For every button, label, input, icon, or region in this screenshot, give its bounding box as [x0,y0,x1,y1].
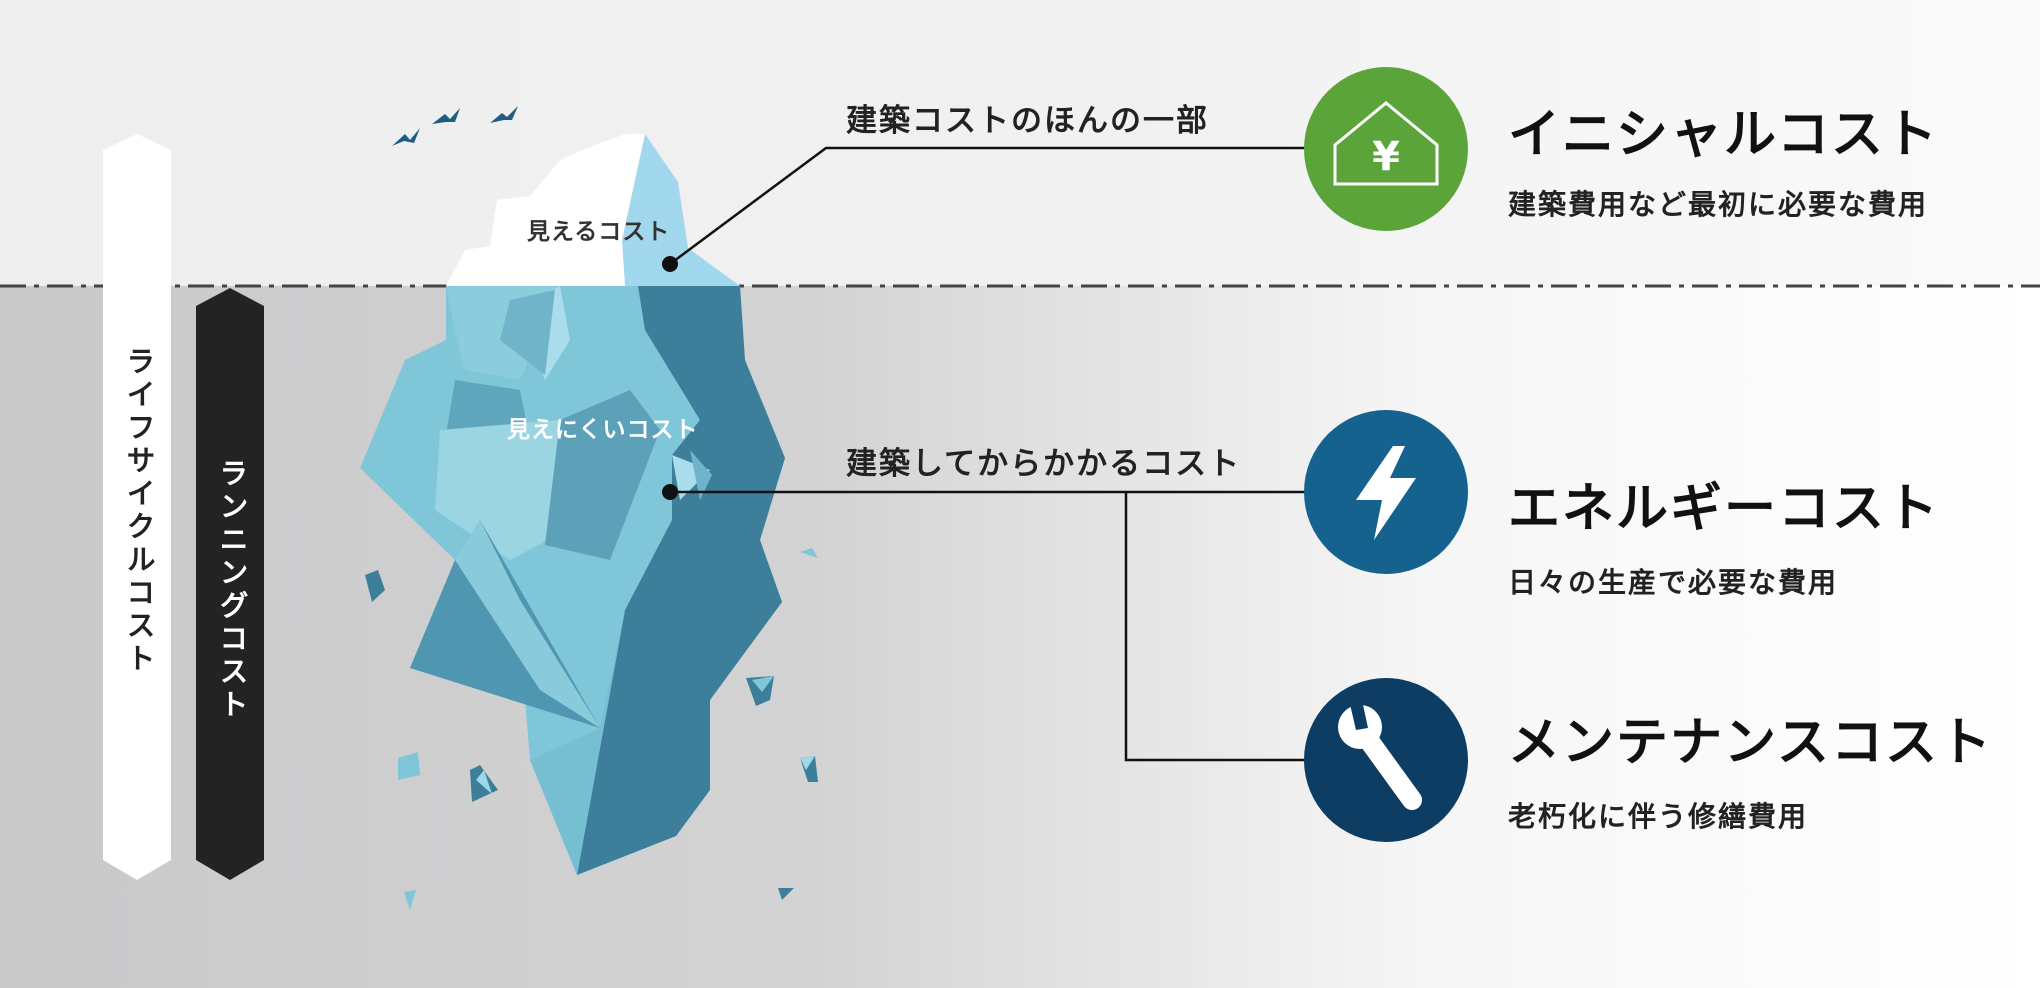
bird-icon [490,106,518,123]
bird-icon [392,128,420,146]
callout-dot-top [662,256,678,272]
cost-item-energy: エネルギーコスト 日々の生産で必要な費用 [1508,466,1940,601]
yen-house-icon [1333,101,1439,186]
wrench-icon [1338,700,1422,810]
callout-bottom-text: 建築してからかかるコスト [846,446,1242,482]
cost-icon-initial: ¥ [1304,67,1468,231]
cost-description: 建築費用など最初に必要な費用 [1508,188,1929,221]
cost-title: イニシャルコスト [1508,105,1939,165]
callout-top-text: 建築コストのほんの一部 [846,103,1209,139]
iceberg-body [360,286,785,875]
iceberg-tip [446,134,740,286]
connector-lines [669,146,1305,762]
running-cost-label: ランニングコスト [215,458,249,722]
ice-fragments [365,548,818,910]
cost-description: 日々の生産で必要な費用 [1508,566,1839,599]
running-bar [196,288,264,880]
sky-area [0,0,2040,286]
bird-icon [432,108,460,124]
birds [392,106,518,146]
cost-title: メンテナンスコスト [1508,713,1993,773]
lightning-bolt-icon [1356,446,1416,540]
hidden-cost-label: 見えにくいコスト [507,417,699,443]
cost-item-maintenance: メンテナンスコスト 老朽化に伴う修繕費用 [1508,700,1993,835]
cost-item-initial: イニシャルコスト 建築費用など最初に必要な費用 [1508,92,1939,223]
visible-cost-label: 見えるコスト [527,219,671,245]
callout-dot-bottom [662,484,678,500]
cost-icon-energy [1304,410,1468,574]
cost-title: エネルギーコスト [1508,479,1941,539]
yen-symbol: ¥ [1372,134,1400,180]
water-area [0,286,2040,988]
connector-initial [669,146,1305,266]
connector-maintenance [1124,492,1305,762]
cost-description: 老朽化に伴う修繕費用 [1508,800,1809,833]
cost-icon-maintenance [1304,678,1468,842]
lifecycle-bar [103,134,171,880]
lifecycle-cost-label: ライフサイクルコスト [122,346,156,676]
